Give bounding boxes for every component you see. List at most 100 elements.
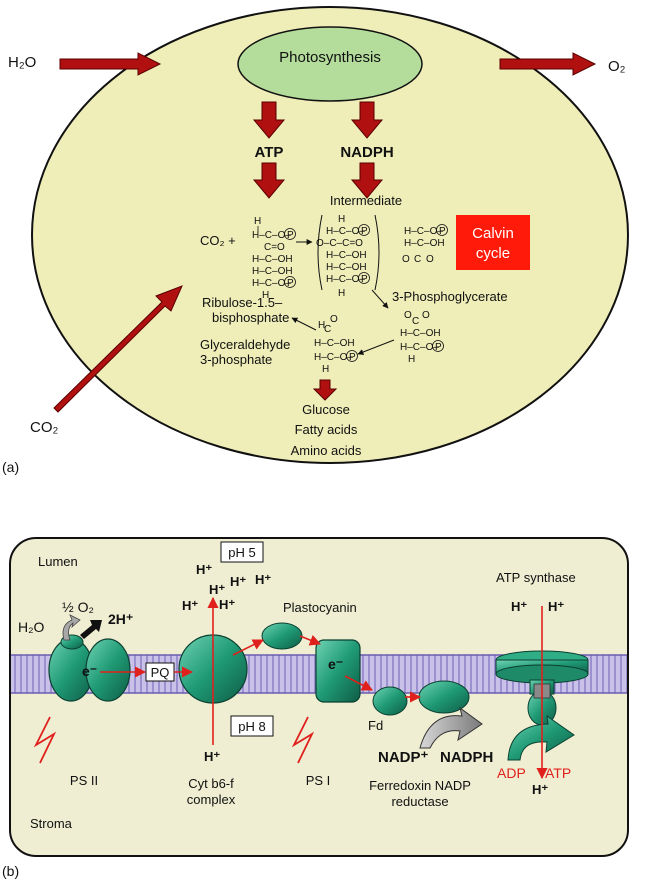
adp-label: ADP [497,765,526,781]
two-h-label: 2H⁺ [108,611,133,627]
h-plus-1: H⁺ [196,562,212,577]
h-plus-synthase-1: H⁺ [511,599,527,614]
svg-text:H: H [408,354,415,365]
pga-to-g3p-arrow [357,339,395,355]
fnr-line-1: Ferredoxin NADP [369,778,471,793]
thylakoid-organelle [237,26,423,102]
glyceraldehyde-line-1: Glyceraldehyde [200,337,290,352]
calvin-line-2: cycle [476,245,510,262]
ps2-electron: e⁻ [82,663,97,679]
nadph-down-arrow [350,101,384,139]
h-plus-3: H⁺ [230,574,246,589]
ps1-complex [315,639,361,703]
atp-down-arrow [252,101,286,139]
o2-release-arrow [62,614,81,641]
svg-text:H–C–O–: H–C–O– [326,274,365,285]
svg-text:H–C–OH: H–C–OH [400,328,441,339]
svg-text:H–C–O–: H–C–O– [252,278,291,289]
svg-text:P: P [349,352,356,363]
atp-label: ATP [255,144,284,161]
svg-text:O–C–C=O: O–C–C=O [316,238,363,249]
svg-text:C: C [324,324,331,335]
h-plus-5: H⁺ [182,598,198,613]
nadp-label: NADP⁺ [378,749,429,766]
o2-arrow [499,52,597,76]
svg-text:O: O [402,254,410,265]
co2-arrow [53,285,183,413]
co2-plus-label: CO₂ + [200,233,236,248]
svg-text:H–C–O–: H–C–O– [326,226,365,237]
svg-text:P: P [287,278,294,289]
svg-text:O: O [422,310,430,321]
svg-text:H–C–O–: H–C–O– [314,352,353,363]
ph8-box [230,715,274,737]
svg-text:O: O [330,314,338,325]
svg-text:P: P [435,342,442,353]
intermediate-to-pga-arrow [371,289,389,309]
calvin-cycle-box [456,215,530,270]
atp-synthase-label: ATP synthase [496,570,576,585]
intermediate-label: Intermediate [330,193,402,208]
panel-b: Lumen Stroma pH 5 pH 8 H⁺ H⁺ H⁺ H⁺ H⁺ H⁺… [2,537,629,879]
ph8-label: pH 8 [238,719,265,734]
ph5-label: pH 5 [228,545,255,560]
h-plus-stroma-synthase: H⁺ [532,782,548,797]
fd-label: Fd [368,718,383,733]
cyt-line-2: complex [187,792,236,807]
fnr-line-2: reductase [391,794,448,809]
svg-text:H–C–O–: H–C–O– [252,230,291,241]
svg-text:C: C [414,254,421,265]
svg-text:O: O [404,310,412,321]
flow-cyt-to-plastocyanin [232,639,265,656]
g3p-to-ribulose-arrow [291,317,317,331]
nadph-label: NADPH [340,144,393,161]
products-arrow [312,379,338,401]
svg-text:P: P [287,230,294,241]
svg-text:H–C–OH: H–C–OH [314,338,355,349]
svg-text:C: C [412,316,419,327]
ps2-complex [48,634,131,702]
svg-text:H: H [338,214,345,225]
light-bolt-ps1 [291,716,315,764]
nadph-to-cycle-arrow [350,162,384,199]
svg-text:H–C–OH: H–C–OH [326,250,367,261]
proton-release-arrow [80,620,102,639]
h2o-arrow [59,52,162,76]
plastocyanin-label: Plastocyanin [283,600,357,615]
product-glucose: Glucose [302,402,350,417]
svg-text:P: P [361,226,368,237]
phosphoglycerate-top-structure: H–C–O– P H–C–OH O C O [402,224,448,265]
svg-text:H–C–OH: H–C–OH [252,266,293,277]
ribulose-structure: H H–C–O– P C=O H–C–OH H–C–OH H–C–O– P H [252,216,296,301]
ps2-label: PS II [70,773,98,788]
svg-text:H–C–OH: H–C–OH [404,238,445,249]
cyt-line-1: Cyt b6-f [188,776,234,791]
svg-text:H–C–OH: H–C–OH [326,262,367,273]
ferredoxin-protein [372,686,408,716]
svg-text:H: H [254,216,261,227]
photosynthesis-label: Photosynthesis [279,49,381,66]
h-plus-4: H⁺ [255,572,271,587]
phosphoglycerate-structure: O C O H–C–OH H–C–O– P H [400,310,444,365]
ribulose-line-2: bisphosphate [212,310,289,325]
svg-text:P: P [361,274,368,285]
svg-text:H: H [318,320,325,331]
h2o-label-b: H₂O [18,619,45,635]
product-fatty-acids: Fatty acids [295,422,358,437]
fnr-protein [418,680,470,714]
svg-text:H: H [338,288,345,299]
phosphoglycerate-label: 3-Phosphoglycerate [392,289,508,304]
h-plus-stroma-cyt: H⁺ [204,749,220,764]
flow-plastocyanin-to-ps1 [299,635,322,646]
ph5-box [220,541,264,563]
svg-text:H–C–O–: H–C–O– [400,342,439,353]
nadp-reduction-arrow [419,706,483,749]
atp-label-b: ATP [545,765,571,781]
pq-label: PQ [151,665,170,680]
ribulose-line-1: Ribulose-1.5– [202,295,283,310]
svg-text:H–C–O–: H–C–O– [404,226,443,237]
svg-text:P: P [439,226,446,237]
lumen-label: Lumen [38,554,78,569]
h2o-label: H₂O [8,54,36,71]
svg-text:H–C–OH: H–C–OH [252,254,293,265]
